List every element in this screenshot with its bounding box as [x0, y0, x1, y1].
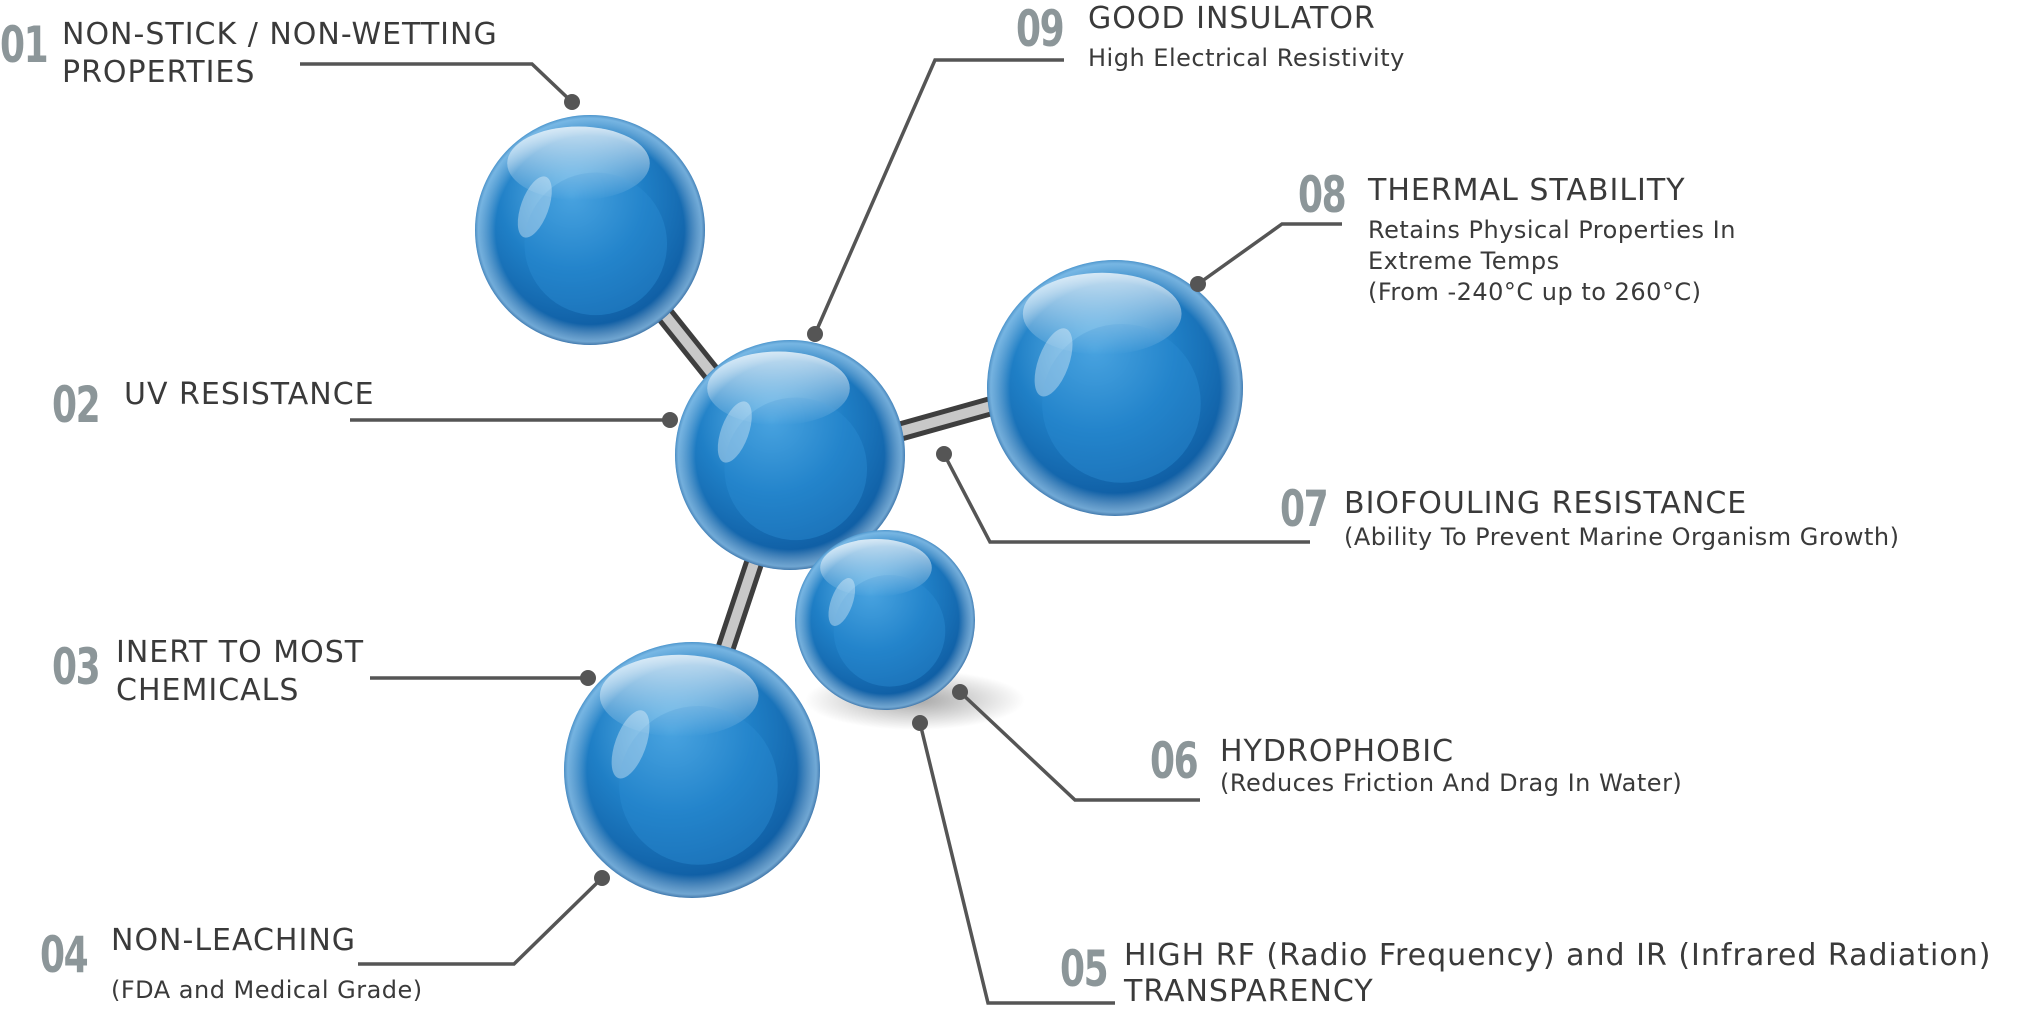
- property-number-09: 09: [1016, 0, 1065, 58]
- property-title-02: UV RESISTANCE: [124, 377, 375, 412]
- sphere-bottom-left-gloss: [599, 654, 759, 737]
- molecule-spheres: [475, 115, 1243, 898]
- property-title-04: NON-LEACHING: [111, 923, 357, 958]
- sphere-center-gloss: [707, 351, 850, 426]
- sphere-small-highlight: [828, 578, 856, 626]
- leader-01: [300, 62, 574, 104]
- sphere-top-left-gloss: [507, 126, 650, 201]
- property-sub-07: (Ability To Prevent Marine Organism Grow…: [1344, 523, 1900, 551]
- sphere-top-left-highlight: [517, 176, 552, 238]
- property-title-05: HIGH RF (Radio Frequency) and IR (Infrar…: [1124, 938, 1992, 973]
- property-title-09: GOOD INSULATOR: [1088, 1, 1376, 36]
- property-number-02: 02: [52, 376, 101, 434]
- property-number-08: 08: [1298, 166, 1347, 224]
- leader-04-dot: [594, 870, 610, 886]
- property-number-07: 07: [1280, 480, 1329, 538]
- property-sub-08-line2: Extreme Temps: [1368, 247, 1560, 275]
- sphere-bottom-left-highlight: [611, 710, 650, 779]
- leader-06-dot: [952, 684, 968, 700]
- property-sub-09: High Electrical Resistivity: [1088, 44, 1405, 72]
- property-title-03-line2: CHEMICALS: [116, 673, 300, 708]
- property-number-04: 04: [40, 926, 89, 984]
- property-sub-04: (FDA and Medical Grade): [111, 976, 423, 1004]
- property-title-05-line2: TRANSPARENCY: [1124, 974, 1374, 1009]
- leader-03-dot: [580, 670, 596, 686]
- leader-07-dot: [936, 446, 952, 462]
- property-sub-08-line3: (From -240°C up to 260°C): [1368, 278, 1702, 306]
- sphere-right-highlight: [1034, 328, 1073, 397]
- property-title-08: THERMAL STABILITY: [1368, 173, 1686, 208]
- sphere-right-gloss: [1022, 272, 1182, 355]
- leader-02-dot: [662, 412, 678, 428]
- property-title-07: BIOFOULING RESISTANCE: [1344, 486, 1748, 521]
- property-number-01: 01: [0, 16, 49, 74]
- leader-09-dot: [807, 326, 823, 342]
- sphere-top-left: [475, 115, 705, 345]
- property-number-06: 06: [1150, 732, 1199, 790]
- property-sub-08-line1: Retains Physical Properties In: [1368, 216, 1736, 244]
- property-number-03: 03: [52, 638, 101, 696]
- leader-lines: [300, 58, 1342, 1005]
- leader-08-dot: [1190, 276, 1206, 292]
- leader-09: [813, 58, 1064, 335]
- leader-05-dot: [912, 715, 928, 731]
- sphere-bottom-left: [564, 642, 820, 898]
- property-number-05: 05: [1060, 940, 1109, 998]
- sphere-center: [675, 340, 905, 570]
- sphere-small-gloss: [820, 539, 932, 597]
- sphere-center-highlight: [717, 401, 752, 463]
- property-title-01: NON-STICK / NON-WETTING: [62, 17, 498, 52]
- property-title-06: HYDROPHOBIC: [1220, 734, 1455, 769]
- property-sub-06: (Reduces Friction And Drag In Water): [1220, 769, 1683, 797]
- property-title-01-line2: PROPERTIES: [62, 55, 256, 90]
- leader-05: [918, 722, 1115, 1005]
- leader-07: [942, 453, 1310, 544]
- property-title-03: INERT TO MOST: [116, 635, 365, 670]
- leader-08: [1196, 222, 1342, 286]
- leader-06: [958, 690, 1200, 802]
- leader-01-dot: [564, 94, 580, 110]
- sphere-small: [795, 530, 975, 710]
- sphere-right: [987, 260, 1243, 516]
- leader-04: [358, 876, 604, 966]
